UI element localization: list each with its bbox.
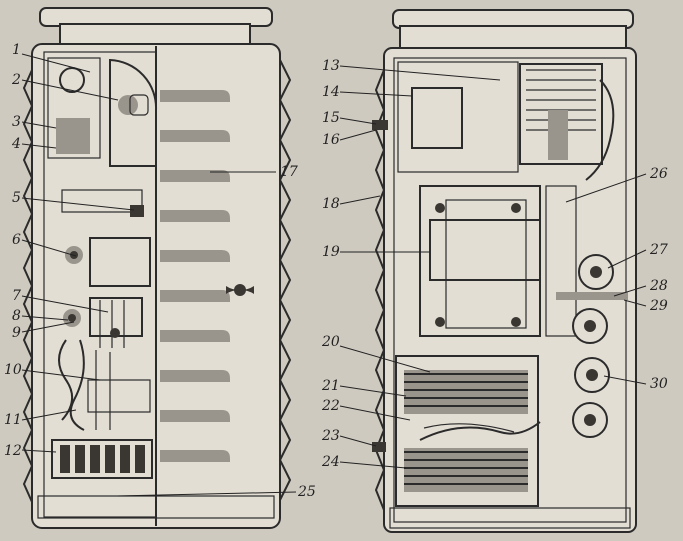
right-inner-frame: [393, 57, 627, 523]
callout-14: 14: [322, 84, 340, 100]
left-terminal-block: [51, 439, 153, 479]
callout-15: 15: [322, 110, 340, 126]
right-stud-15: [372, 120, 388, 130]
callout-10: 10: [4, 362, 22, 378]
left-block-5: [61, 189, 143, 213]
callout-28: 28: [649, 278, 668, 294]
right-coil-stack: [519, 63, 615, 181]
left-unit: [22, 7, 292, 529]
right-left-teeth: [374, 69, 386, 511]
callout-16: 16: [322, 132, 340, 148]
right-base: [389, 507, 631, 529]
left-right-teeth: [278, 59, 292, 501]
callout-labels: 1 2 3 4 5 6 7 8 9 10 11 12 13 14 15 16 1…: [4, 42, 668, 500]
left-wiring: [58, 339, 151, 431]
right-transformer: [419, 185, 541, 337]
callout-1: 1: [12, 42, 21, 58]
callout-20: 20: [321, 334, 340, 350]
right-window-14: [411, 87, 463, 149]
callout-8: 8: [12, 308, 21, 324]
callout-5: 5: [12, 190, 21, 206]
left-cap-neck: [59, 23, 251, 47]
right-resistor-grid: [395, 355, 541, 507]
callout-12: 12: [4, 443, 22, 459]
callout-4: 4: [11, 136, 21, 152]
callout-27: 27: [649, 242, 668, 258]
left-left-teeth: [22, 69, 34, 503]
leader-lines: [21, 53, 647, 497]
callout-6: 6: [12, 232, 21, 248]
left-relay-7-9: [63, 297, 143, 348]
callout-11: 11: [4, 412, 22, 428]
right-cap-neck: [399, 25, 627, 51]
left-base: [37, 495, 275, 519]
callout-26: 26: [649, 166, 668, 182]
right-top-compartment: [397, 61, 519, 173]
right-stud-23: [372, 442, 386, 452]
callout-21: 21: [321, 378, 340, 394]
left-block-5-clip: [130, 205, 144, 217]
left-inner-frame: [43, 51, 157, 518]
callout-2: 2: [11, 72, 21, 88]
callout-29: 29: [649, 298, 668, 314]
right-unit: [372, 9, 637, 533]
callout-24: 24: [321, 454, 340, 470]
wing-nut: [226, 284, 254, 296]
callout-7: 7: [12, 288, 21, 304]
callout-3: 3: [12, 114, 21, 130]
callout-19: 19: [322, 244, 340, 260]
callout-9: 9: [12, 325, 21, 341]
right-rheostats: [572, 254, 614, 438]
callout-13: 13: [322, 58, 340, 74]
right-bar: [556, 292, 628, 300]
left-cooling-fins: [160, 90, 230, 462]
callout-23: 23: [321, 428, 340, 444]
callout-25: 25: [297, 484, 316, 500]
callout-17: 17: [280, 164, 298, 180]
callout-18: 18: [322, 196, 340, 212]
callout-22: 22: [321, 398, 340, 414]
callout-30: 30: [650, 376, 668, 392]
left-relay-disc-assembly: [47, 57, 158, 167]
right-bracket: [545, 185, 577, 337]
